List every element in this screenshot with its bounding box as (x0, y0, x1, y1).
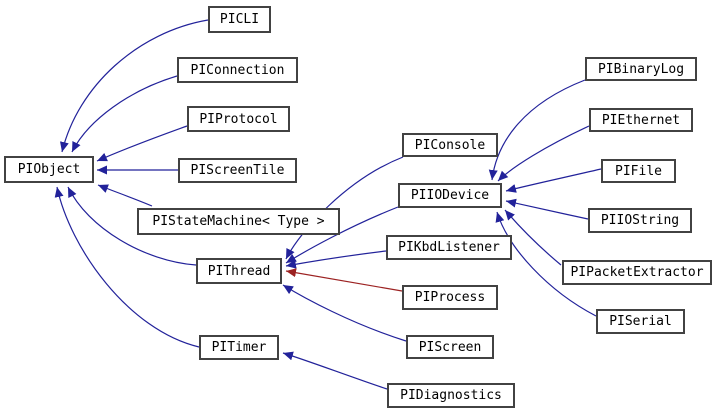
node-pibinarylog[interactable]: PIBinaryLog (585, 57, 697, 81)
node-piconnection[interactable]: PIConnection (177, 57, 298, 83)
node-picli[interactable]: PICLI (208, 6, 271, 33)
node-pikbdlistener[interactable]: PIKbdListener (386, 235, 512, 260)
node-pitimer[interactable]: PITimer (199, 335, 279, 360)
node-piiostring[interactable]: PIIOString (588, 208, 692, 233)
edge-piconnection-to-piobject (71, 75, 178, 153)
edge-piserial-to-piiodevice (495, 211, 597, 317)
node-pidiagnostics[interactable]: PIDiagnostics (387, 383, 515, 408)
node-piscreen[interactable]: PIScreen (406, 335, 494, 359)
edge-pibinarylog-to-piiodevice (488, 79, 586, 181)
edge-pikbdlistener-to-pithread (285, 250, 387, 269)
edge-pitimer-to-piobject (54, 186, 200, 348)
edge-pistatemachine-to-piobject (97, 184, 153, 207)
edge-picli-to-piobject (59, 19, 209, 153)
node-piscreentile[interactable]: PIScreenTile (178, 158, 297, 183)
node-pistatemachine[interactable]: PIStateMachine< Type > (137, 208, 340, 235)
edge-piconsole-to-pithread (285, 156, 404, 260)
edge-pifile-to-piiodevice (505, 168, 602, 193)
node-pifile[interactable]: PIFile (601, 159, 676, 183)
node-piobject[interactable]: PIObject (4, 156, 94, 183)
node-pipacketextractor[interactable]: PIPacketExtractor (562, 260, 712, 285)
edge-pipacketextractor-to-piiodevice (504, 209, 562, 266)
edge-piethernet-to-piiodevice (497, 125, 590, 182)
edge-piiostring-to-piiodevice (505, 198, 589, 220)
edge-piiodevice-to-pithread (285, 206, 399, 264)
edge-piprocess-to-pithread (285, 268, 403, 292)
node-piprocess[interactable]: PIProcess (402, 285, 498, 310)
edge-piscreen-to-pithread (282, 284, 407, 342)
node-piconsole[interactable]: PIConsole (402, 133, 498, 157)
node-piserial[interactable]: PISerial (596, 309, 685, 334)
node-pithread[interactable]: PIThread (196, 258, 282, 284)
node-piiodevice[interactable]: PIIODevice (398, 183, 502, 208)
edge-pidiagnostics-to-pitimer (282, 351, 388, 390)
node-piethernet[interactable]: PIEthernet (589, 108, 693, 132)
edge-piprotocol-to-piobject (96, 125, 188, 162)
edge-pithread-to-piobject (67, 186, 197, 266)
node-piprotocol[interactable]: PIProtocol (187, 106, 290, 132)
